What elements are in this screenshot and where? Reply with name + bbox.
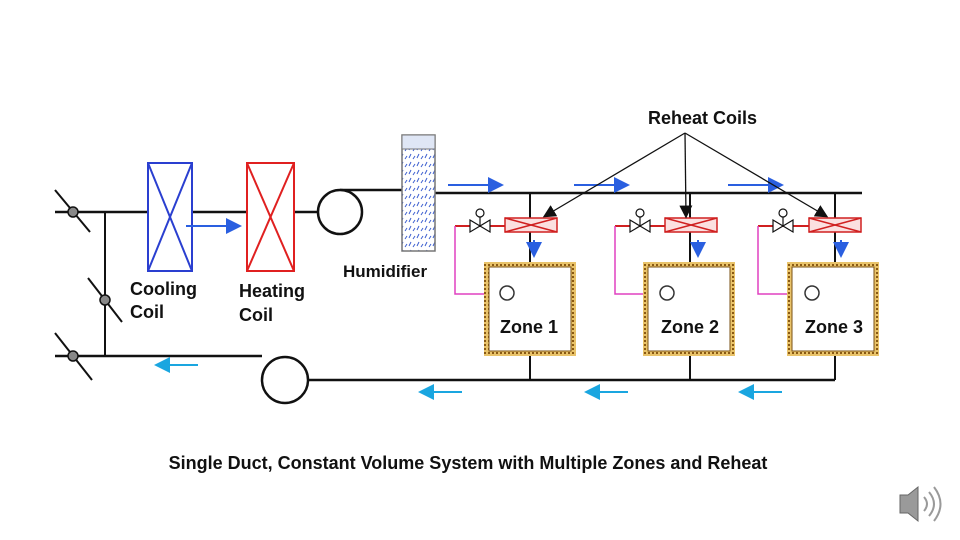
heating-coil-label-line1: Heating xyxy=(239,281,305,301)
cooling-coil-label-line1: Cooling xyxy=(130,279,197,299)
speaker-icon[interactable] xyxy=(899,485,942,523)
supply-fan xyxy=(316,188,364,236)
control-valve-zone-2 xyxy=(615,208,665,234)
heating-coil xyxy=(246,162,295,272)
cooling-coil xyxy=(147,162,193,272)
cooling-coil-label-line2: Coil xyxy=(130,302,164,322)
heating-coil-label-line2: Coil xyxy=(239,305,273,325)
zone-2-box xyxy=(643,262,735,356)
supply-airflow-arrows xyxy=(186,177,849,258)
zone-3-box xyxy=(787,262,879,356)
reheat-coil-zone-1 xyxy=(504,217,558,233)
exhaust-damper xyxy=(54,332,93,381)
zone-2-label: Zone 2 xyxy=(661,317,719,337)
mixing-damper xyxy=(87,277,123,323)
reheat-coils-label: Reheat Coils xyxy=(648,108,757,128)
zone-1-label: Zone 1 xyxy=(500,317,558,337)
control-valve-zone-3 xyxy=(758,208,809,234)
zone-3-label: Zone 3 xyxy=(805,317,863,337)
thermostat-icon xyxy=(804,285,820,301)
diagram-panel xyxy=(40,100,888,485)
return-duct xyxy=(55,354,835,382)
humidifier-label: Humidifier xyxy=(343,262,427,281)
reheat-callout-lines xyxy=(542,132,829,219)
return-airflow-arrows xyxy=(154,357,782,400)
humidifier-unit xyxy=(401,134,436,252)
diagram-caption: Single Duct, Constant Volume System with… xyxy=(169,453,768,473)
outside-air-damper xyxy=(54,189,91,233)
return-fan xyxy=(260,355,310,405)
reheat-coil-zone-3 xyxy=(808,217,862,233)
thermostat-icon xyxy=(499,285,515,301)
control-valve-zone-1 xyxy=(455,208,505,234)
zone-1-box xyxy=(484,262,576,356)
thermostat-icon xyxy=(659,285,675,301)
reheat-coil-zone-2 xyxy=(664,217,718,233)
